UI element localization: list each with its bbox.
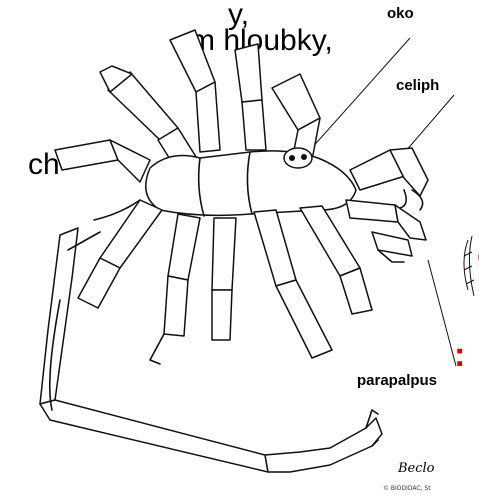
artist-signature: Beclo [398, 462, 435, 475]
leader-line-parapalpus [428, 260, 456, 366]
leader-line-chelifore [405, 95, 454, 152]
copyright-credit: © BIODIDAC, St [383, 486, 431, 492]
trunk [146, 148, 356, 216]
eye-tubercle [284, 148, 312, 168]
seaweed-sketch [464, 236, 474, 296]
chelifore [350, 148, 428, 210]
label-eye: oko [387, 6, 414, 21]
lower-legs [68, 200, 372, 364]
label-chelifore: celiph [396, 78, 439, 93]
parapalpus [346, 200, 426, 262]
label-parapalpus: parapalpus [357, 373, 437, 388]
leader-line-eye [310, 38, 410, 150]
